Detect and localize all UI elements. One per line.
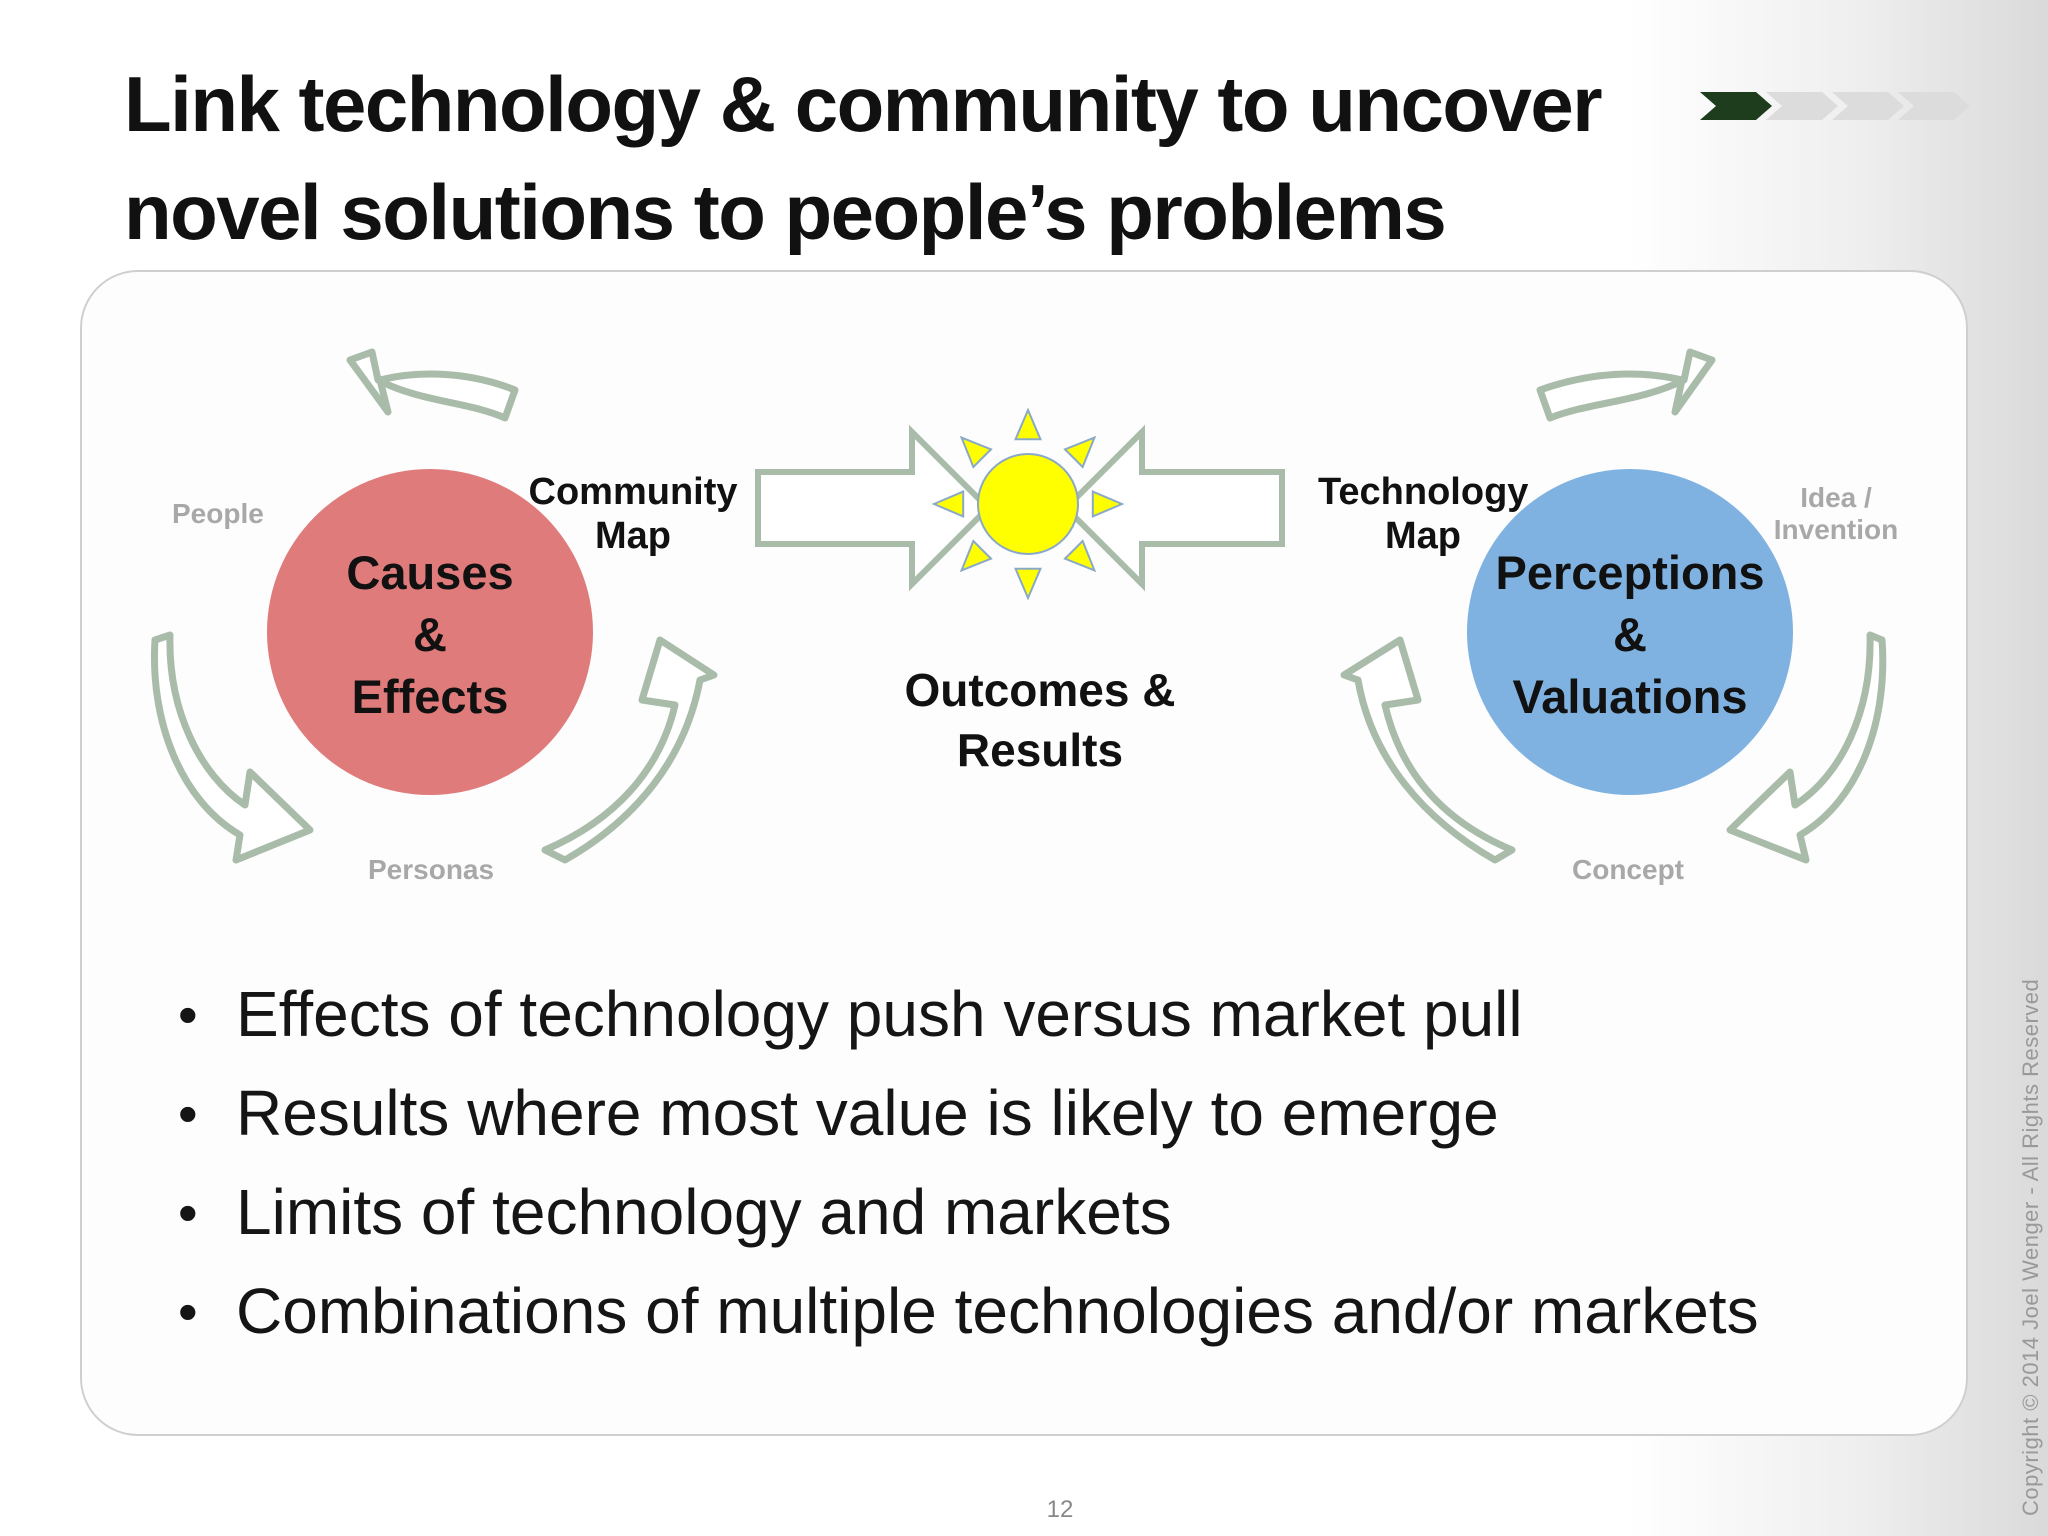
technology-map-label: Technology Map bbox=[1318, 471, 1529, 557]
right-left-curved-arrow bbox=[1340, 636, 1516, 864]
left-right-curved-arrow bbox=[541, 636, 718, 864]
bullet-dot: • bbox=[178, 1280, 198, 1343]
progress-chevron bbox=[1832, 92, 1904, 120]
bullet-item: •Combinations of multiple technologies a… bbox=[170, 1262, 1759, 1361]
sun-icon bbox=[931, 407, 1125, 601]
sun-ray bbox=[959, 539, 993, 573]
right-top-curved-arrow bbox=[1536, 348, 1716, 422]
label-people: People bbox=[172, 498, 264, 529]
sun-ray bbox=[1063, 435, 1097, 469]
right-block-arrow bbox=[1061, 424, 1285, 592]
community-map-label: Community Map bbox=[528, 471, 738, 557]
bullet-dot: • bbox=[178, 1181, 198, 1244]
sun-ray bbox=[1063, 539, 1097, 573]
title-line-1: Link technology & community to uncover bbox=[124, 60, 1603, 148]
progress-chevron bbox=[1898, 92, 1970, 120]
left-top-curved-arrow bbox=[346, 348, 519, 422]
left-block-arrow bbox=[755, 424, 993, 592]
bullet-item: •Results where most value is likely to e… bbox=[170, 1064, 1759, 1163]
cycle-diagram bbox=[150, 348, 1887, 864]
bullet-item: •Effects of technology push versus marke… bbox=[170, 965, 1759, 1064]
bullet-item: •Limits of technology and markets bbox=[170, 1163, 1759, 1262]
bullet-dot: • bbox=[178, 1082, 198, 1145]
label-idea-invention: Idea / Invention bbox=[1773, 482, 1899, 545]
sun-ray bbox=[931, 490, 965, 518]
sun-ray bbox=[959, 435, 993, 469]
perceptions-valuations-circle bbox=[1467, 469, 1793, 795]
sun-ray bbox=[1014, 567, 1042, 601]
title-line-2: novel solutions to people’s problems bbox=[124, 168, 1447, 256]
perceptions-valuations-label: Perceptions & Valuations bbox=[1495, 546, 1765, 723]
label-concept: Concept bbox=[1572, 854, 1684, 885]
copyright-notice: Copyright © 2014 Joel Wenger - All Right… bbox=[2018, 978, 2043, 1516]
causes-effects-circle bbox=[267, 469, 593, 795]
page-number: 12 bbox=[1046, 1496, 1074, 1523]
outcomes-results-label: Outcomes & Results bbox=[904, 664, 1176, 776]
slide-title: Link technology & community to uncover n… bbox=[124, 50, 1704, 266]
sun-ray bbox=[1014, 407, 1042, 441]
label-personas: Personas bbox=[368, 854, 495, 885]
right-right-curved-arrow bbox=[1726, 631, 1887, 864]
bullet-list: •Effects of technology push versus marke… bbox=[170, 965, 1759, 1361]
left-left-curved-arrow bbox=[150, 631, 314, 864]
sun-ray bbox=[1091, 490, 1125, 518]
bullet-dot: • bbox=[178, 983, 198, 1046]
progress-chevron-active bbox=[1700, 92, 1772, 120]
progress-chevron bbox=[1766, 92, 1838, 120]
causes-effects-label: Causes & Effects bbox=[346, 546, 514, 723]
progress-chevrons bbox=[1700, 92, 1970, 120]
sun-disc bbox=[977, 453, 1079, 555]
